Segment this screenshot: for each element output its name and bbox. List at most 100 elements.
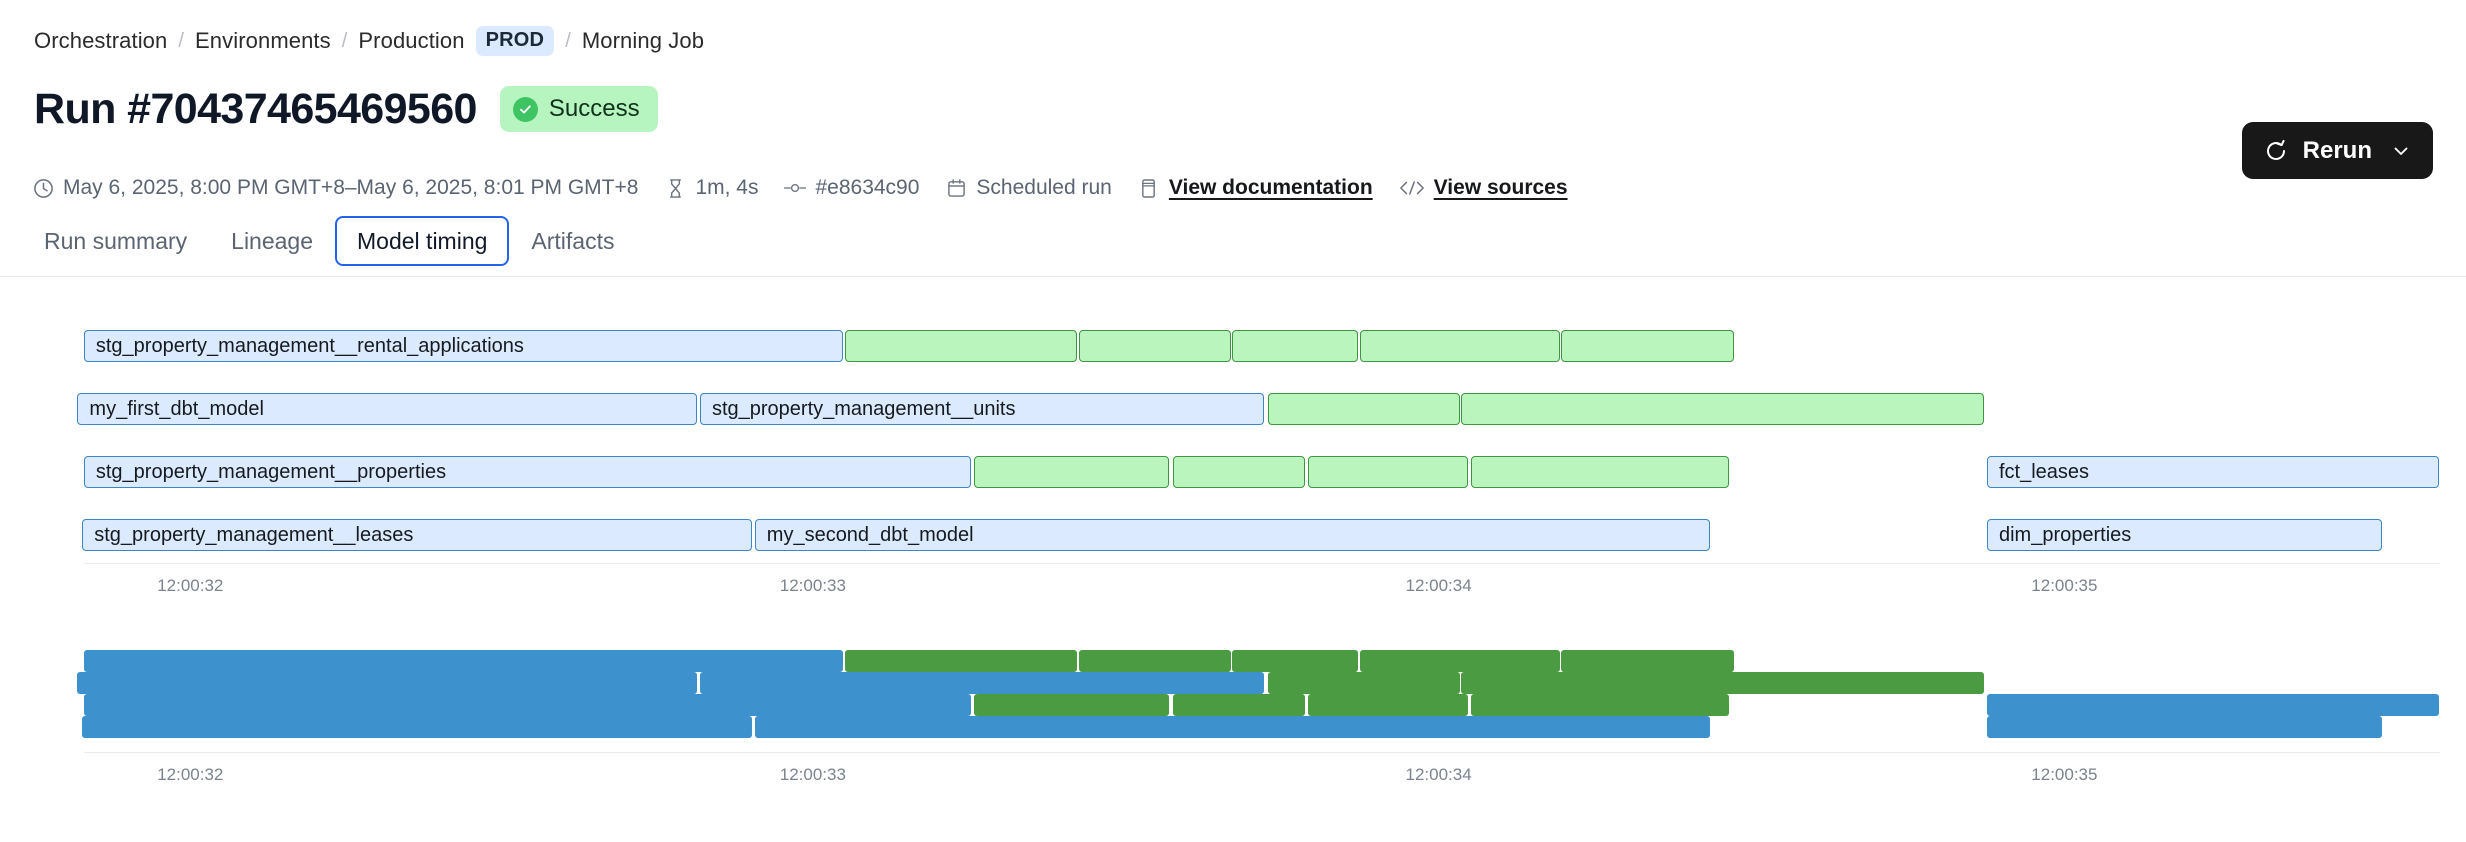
gantt-axis-tick: 12:00:35 bbox=[2031, 765, 2098, 784]
hourglass-icon bbox=[664, 177, 686, 199]
gantt-bar-stg_property_management__rental_applications[interactable]: stg_property_management__rental_applicat… bbox=[83, 330, 844, 362]
gantt-lane: my_first_dbt_model stg_property_managemen… bbox=[0, 393, 2466, 425]
gantt-bar[interactable] bbox=[1232, 330, 1358, 362]
tab-bar-divider bbox=[0, 276, 2466, 277]
breadcrumb-item-orchestration[interactable]: Orchestration bbox=[34, 28, 168, 53]
breadcrumb-separator: / bbox=[565, 29, 571, 52]
meta-commit-text: #e8634c90 bbox=[815, 176, 920, 199]
rerun-button[interactable]: Rerun bbox=[2241, 122, 2433, 179]
gantt-bar[interactable] bbox=[845, 650, 1078, 672]
status-badge: Success bbox=[499, 86, 658, 132]
gantt-bar[interactable] bbox=[83, 650, 844, 672]
tab-model-timing[interactable]: Model timing bbox=[335, 216, 510, 267]
gantt-bar-fct_leases[interactable]: fct_leases bbox=[1986, 456, 2439, 488]
gantt-bar[interactable] bbox=[1470, 456, 1729, 488]
breadcrumb-separator: / bbox=[341, 29, 348, 52]
view-sources-link[interactable]: View sources bbox=[1433, 176, 1568, 199]
meta-trigger: Scheduled run bbox=[945, 176, 1112, 200]
gantt-bar[interactable] bbox=[1461, 393, 1984, 425]
gantt-lane: stg_property_management__leases my_second… bbox=[0, 519, 2466, 551]
gantt-bar[interactable] bbox=[1561, 330, 1734, 362]
gantt-bar[interactable] bbox=[754, 716, 1710, 738]
gantt-bar-stg_property_management__units[interactable]: stg_property_management__units bbox=[699, 393, 1265, 425]
gantt-bar[interactable] bbox=[974, 694, 1170, 716]
gantt-lane bbox=[0, 716, 2466, 738]
environment-badge-prod: PROD bbox=[475, 26, 555, 56]
gantt-bar[interactable] bbox=[1267, 393, 1460, 425]
gantt-bar[interactable] bbox=[974, 456, 1170, 488]
breadcrumb-item-environments[interactable]: Environments bbox=[195, 28, 331, 53]
breadcrumb: Orchestration / Environments / Productio… bbox=[34, 26, 704, 56]
gantt-lane: stg_property_management__rental_applicat… bbox=[0, 330, 2466, 362]
rerun-button-label: Rerun bbox=[2302, 136, 2372, 164]
gantt-bar-label: stg_property_management__units bbox=[711, 397, 1016, 420]
gantt-bar[interactable] bbox=[1172, 456, 1305, 488]
gantt-axis-tick: 12:00:32 bbox=[157, 765, 224, 784]
gantt-axis-tick: 12:00:33 bbox=[779, 576, 846, 595]
gantt-bar[interactable] bbox=[1561, 650, 1734, 672]
gantt-bar-label: my_first_dbt_model bbox=[89, 397, 264, 420]
gantt-bar[interactable] bbox=[77, 672, 697, 694]
gantt-bar[interactable] bbox=[845, 330, 1078, 362]
gantt-axis-tick: 12:00:35 bbox=[2031, 576, 2098, 595]
gantt-bar-my_first_dbt_model[interactable]: my_first_dbt_model bbox=[77, 393, 697, 425]
gantt-bar[interactable] bbox=[1078, 330, 1231, 362]
gantt-axis-line bbox=[83, 752, 2441, 753]
refresh-icon bbox=[2264, 139, 2288, 163]
gantt-bar[interactable] bbox=[1307, 456, 1468, 488]
meta-documentation[interactable]: View documentation bbox=[1138, 176, 1373, 200]
page-title: Run #70437465469560 bbox=[34, 84, 477, 133]
gantt-bar[interactable] bbox=[82, 716, 752, 738]
gantt-lane bbox=[0, 672, 2466, 694]
breadcrumb-item-production[interactable]: Production bbox=[358, 28, 465, 53]
git-commit-icon bbox=[784, 177, 807, 199]
tab-run-summary[interactable]: Run summary bbox=[44, 228, 188, 254]
view-documentation-link[interactable]: View documentation bbox=[1168, 176, 1373, 199]
calendar-icon bbox=[945, 177, 967, 199]
gantt-bar[interactable] bbox=[699, 672, 1265, 694]
code-icon bbox=[1399, 177, 1425, 199]
gantt-axis-tick: 12:00:34 bbox=[1405, 576, 1472, 595]
chevron-down-icon[interactable] bbox=[2391, 141, 2411, 161]
gantt-bar[interactable] bbox=[83, 694, 971, 716]
gantt-lane bbox=[0, 694, 2466, 716]
meta-timerange-text: May 6, 2025, 8:00 PM GMT+8–May 6, 2025, … bbox=[63, 176, 639, 199]
gantt-axis-tick: 12:00:33 bbox=[779, 765, 846, 784]
meta-duration-text: 1m, 4s bbox=[695, 176, 759, 199]
gantt-bar[interactable] bbox=[1359, 650, 1560, 672]
gantt-axis-tick: 12:00:32 bbox=[157, 576, 224, 595]
status-badge-label: Success bbox=[548, 95, 640, 122]
gantt-axis-tick: 12:00:34 bbox=[1405, 765, 1472, 784]
gantt-bar-label: stg_property_management__properties bbox=[95, 460, 447, 483]
gantt-bar[interactable] bbox=[1470, 694, 1729, 716]
breadcrumb-separator: / bbox=[178, 29, 185, 52]
page-title-row: Run #70437465469560 Success bbox=[34, 86, 658, 132]
gantt-bar[interactable] bbox=[1359, 330, 1560, 362]
gantt-bar-label: fct_leases bbox=[1998, 460, 2090, 483]
gantt-bar-label: stg_property_management__leases bbox=[94, 523, 414, 546]
gantt-bar[interactable] bbox=[1986, 694, 2439, 716]
gantt-axis-line bbox=[83, 563, 2441, 564]
tab-artifacts[interactable]: Artifacts bbox=[531, 228, 615, 254]
model-timing-detail-chart[interactable]: stg_property_management__rental_applicat… bbox=[0, 330, 2466, 595]
gantt-bar[interactable] bbox=[1461, 672, 1984, 694]
gantt-bar-stg_property_management__leases[interactable]: stg_property_management__leases bbox=[82, 519, 752, 551]
gantt-bar-dim_properties[interactable]: dim_properties bbox=[1986, 519, 2383, 551]
model-timing-overview-chart[interactable]: 12:00:32 12:00:33 12:00:34 12:00:35 bbox=[0, 650, 2466, 800]
gantt-bar-label: stg_property_management__rental_applicat… bbox=[95, 334, 524, 357]
gantt-bar-my_second_dbt_model[interactable]: my_second_dbt_model bbox=[754, 519, 1710, 551]
gantt-bar[interactable] bbox=[1267, 672, 1460, 694]
gantt-bar[interactable] bbox=[1172, 694, 1305, 716]
gantt-lane bbox=[0, 650, 2466, 672]
gantt-bar[interactable] bbox=[1078, 650, 1231, 672]
tab-lineage[interactable]: Lineage bbox=[231, 228, 314, 254]
meta-sources[interactable]: View sources bbox=[1399, 176, 1568, 200]
check-circle-icon bbox=[512, 96, 538, 122]
gantt-bar[interactable] bbox=[1307, 694, 1468, 716]
meta-commit: #e8634c90 bbox=[784, 176, 919, 200]
tab-bar: Run summary Lineage Model timing Artifac… bbox=[22, 216, 636, 267]
gantt-bar-stg_property_management__properties[interactable]: stg_property_management__properties bbox=[83, 456, 971, 488]
gantt-bar[interactable] bbox=[1986, 716, 2383, 738]
gantt-bar[interactable] bbox=[1232, 650, 1358, 672]
breadcrumb-item-morning-job[interactable]: Morning Job bbox=[581, 28, 705, 53]
